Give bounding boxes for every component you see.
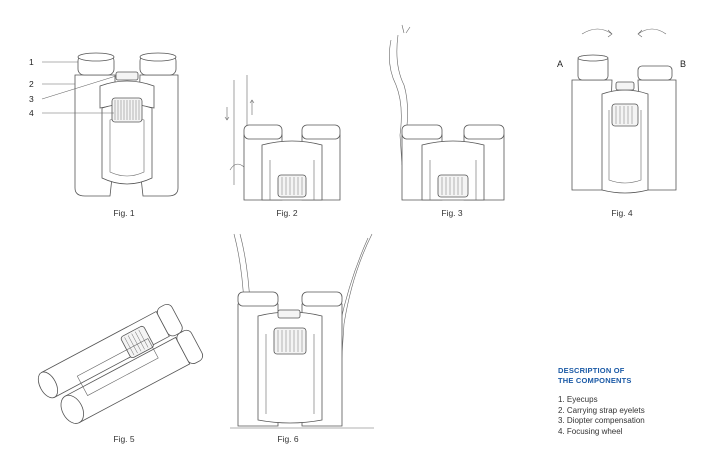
callout-1: 1	[29, 57, 34, 67]
fig4-caption: Fig. 4	[611, 208, 633, 218]
components-description: DESCRIPTION OF THE COMPONENTS 1. Eyecups…	[558, 366, 718, 437]
binocular-front-drawing	[41, 52, 179, 197]
list-item-diopter: 3. Diopter compensation	[558, 416, 645, 425]
components-list: 1. Eyecups 2. Carrying strap eyelets 3. …	[558, 395, 718, 437]
fig2-caption: Fig. 2	[276, 208, 298, 218]
fig3-caption: Fig. 3	[441, 208, 463, 218]
eyecup-label-a: A	[557, 59, 564, 69]
callout-3: 3	[29, 94, 34, 104]
binocular-eyecup-adjust-drawing	[571, 28, 677, 194]
list-item-focusing-wheel: 4. Focusing wheel	[558, 426, 623, 436]
figure-5	[32, 285, 204, 425]
figure-3	[386, 24, 526, 201]
description-title-line2: THE COMPONENTS	[558, 375, 632, 385]
figure-2	[222, 75, 362, 201]
binocular-strap-attach-drawing	[224, 75, 341, 201]
fig5-caption: Fig. 5	[113, 434, 135, 444]
list-item-strap-eyelets: 2. Carrying strap eyelets	[558, 405, 645, 415]
binocular-angled-drawing	[37, 303, 204, 424]
description-heading: DESCRIPTION OF THE COMPONENTS	[558, 366, 718, 385]
callout-2: 2	[29, 79, 34, 89]
binocular-strapped-drawing	[230, 233, 374, 429]
list-item-eyecups: 1. Eyecups	[558, 395, 598, 404]
description-title-line1: DESCRIPTION OF	[558, 366, 625, 375]
figure-6	[228, 233, 378, 430]
figure-4: A B	[557, 20, 687, 200]
eyecup-label-b: B	[680, 59, 687, 69]
binocular-strap-loop-drawing	[389, 24, 505, 201]
figure-1: 1 2 3 4	[29, 50, 190, 200]
fig1-caption: Fig. 1	[113, 208, 135, 218]
fig6-caption: Fig. 6	[277, 434, 299, 444]
callout-4: 4	[29, 108, 34, 118]
